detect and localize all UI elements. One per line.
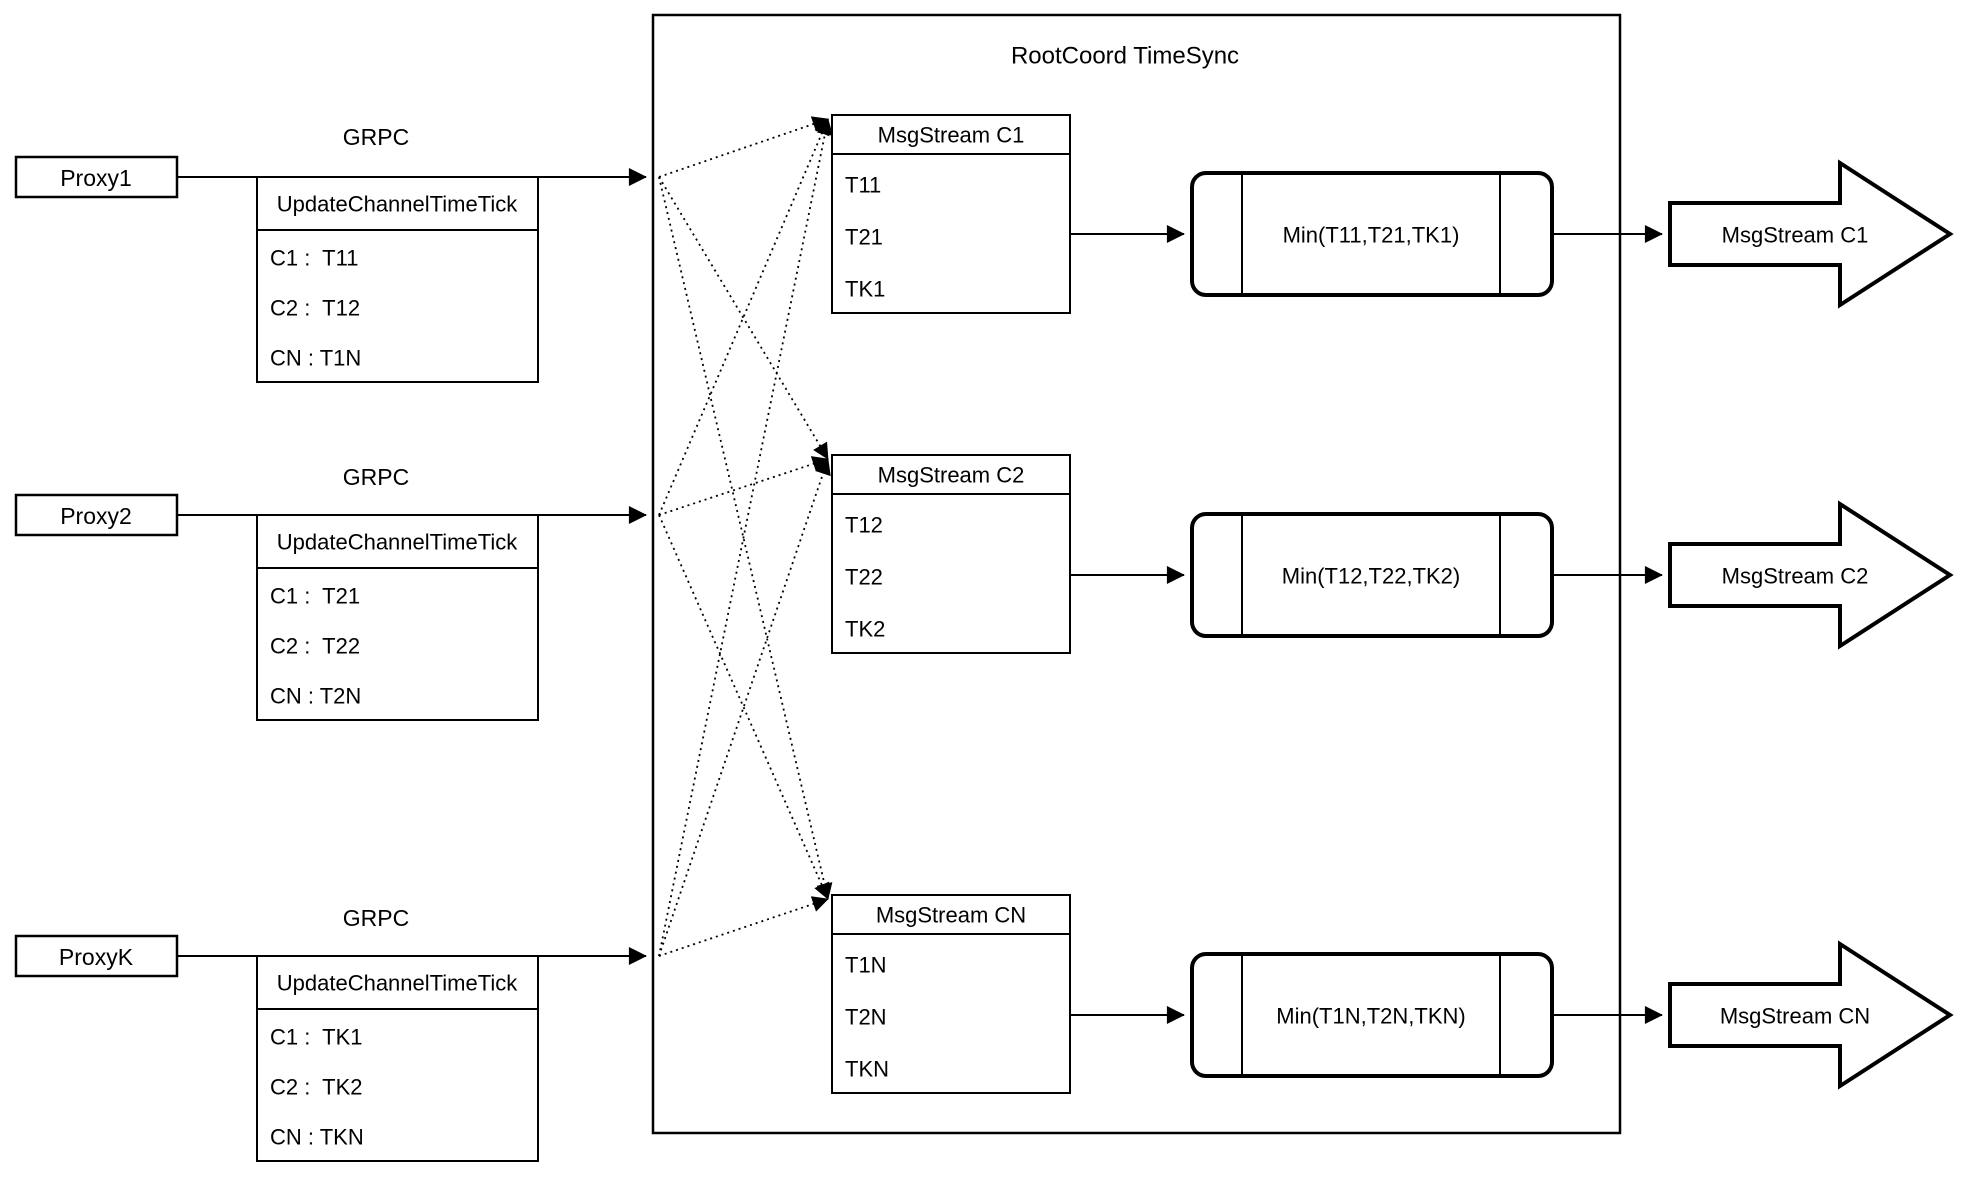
msgstream-c2-output-arrow: [1668, 500, 1954, 650]
dotted-arrow-proxy2-c2: [658, 456, 829, 516]
proxy2-table-row-cn: CN : T2N: [270, 684, 361, 709]
msgstream-cn-output-label: MsgStream CN: [1720, 1004, 1870, 1029]
proxy1-table-row-cn: CN : T1N: [270, 346, 361, 371]
proxyk-table-row-c2: C2 : TK2: [270, 1075, 363, 1100]
msgstream-c2-tick-3: TK2: [845, 617, 885, 642]
msgstream-c1-tick-3: TK1: [845, 277, 885, 302]
msgstream-c1-tick-1: T11: [845, 173, 881, 198]
proxy1-label: Proxy1: [60, 165, 132, 191]
proxyk-table-row-cn: CN : TKN: [270, 1125, 364, 1150]
proxyk-label: ProxyK: [59, 944, 134, 970]
proxy1-timetick-table: [256, 176, 539, 383]
proxy2-table-row-c1: C1 : T21: [270, 584, 360, 609]
msgstream-cn-tick-2: T2N: [845, 1005, 887, 1030]
proxy2-timetick-table: [256, 514, 539, 721]
msgstream-c2-header: MsgStream C2: [878, 463, 1025, 488]
min-c1-label: Min(T11,T21,TK1): [1283, 223, 1460, 248]
msgstream-c1-output-label: MsgStream C1: [1722, 223, 1869, 248]
msgstream-c1-output-arrow: [1668, 159, 1954, 309]
proxy2-label: Proxy2: [60, 503, 132, 529]
proxyk-table-header: UpdateChannelTimeTick: [277, 971, 518, 996]
msgstream-c2-tick-2: T22: [845, 565, 883, 590]
msgstream-cn-output-arrow: [1668, 940, 1954, 1090]
msgstream-c1-box: [831, 114, 1071, 314]
dotted-arrow-proxy1-c1: [658, 116, 829, 178]
grpc-label-2: GRPC: [343, 464, 409, 490]
min-c2-label: Min(T12,T22,TK2): [1282, 564, 1461, 589]
proxy2-box: [14, 493, 179, 537]
rootcoord-title: RootCoord TimeSync: [1011, 43, 1239, 70]
proxy1-box: [14, 155, 179, 199]
proxy2-table-row-c2: C2 : T22: [270, 634, 360, 659]
msgstream-c1-tick-2: T21: [845, 225, 883, 250]
msgstream-cn-box: [831, 894, 1071, 1094]
proxyk-timetick-table: [256, 955, 539, 1162]
msgstream-c2-output-label: MsgStream C2: [1722, 564, 1869, 589]
proxy2-table-header: UpdateChannelTimeTick: [277, 530, 518, 555]
proxy1-table-header: UpdateChannelTimeTick: [277, 192, 518, 217]
proxy1-table-row-c2: C2 : T12: [270, 296, 360, 321]
grpc-label-1: GRPC: [343, 124, 409, 150]
msgstream-c2-tick-1: T12: [845, 513, 883, 538]
dotted-arrow-proxy1-c2: [658, 176, 829, 460]
proxyk-table-row-c1: C1 : TK1: [270, 1025, 363, 1050]
dotted-arrow-proxyk-c1: [658, 118, 833, 957]
dotted-arrow-proxy2-cn: [658, 514, 830, 900]
grpc-label-3: GRPC: [343, 905, 409, 931]
msgstream-cn-header: MsgStream CN: [876, 903, 1026, 928]
msgstream-cn-tick-3: TKN: [845, 1057, 889, 1082]
msgstream-c1-header: MsgStream C1: [878, 123, 1025, 148]
proxy1-table-row-c1: C1 : T11: [270, 246, 358, 271]
msgstream-cn-tick-1: T1N: [845, 953, 887, 978]
dotted-arrow-proxyk-cn: [658, 896, 829, 957]
msgstream-c2-box: [831, 454, 1071, 654]
min-cn-label: Min(T1N,T2N,TKN): [1276, 1004, 1465, 1029]
